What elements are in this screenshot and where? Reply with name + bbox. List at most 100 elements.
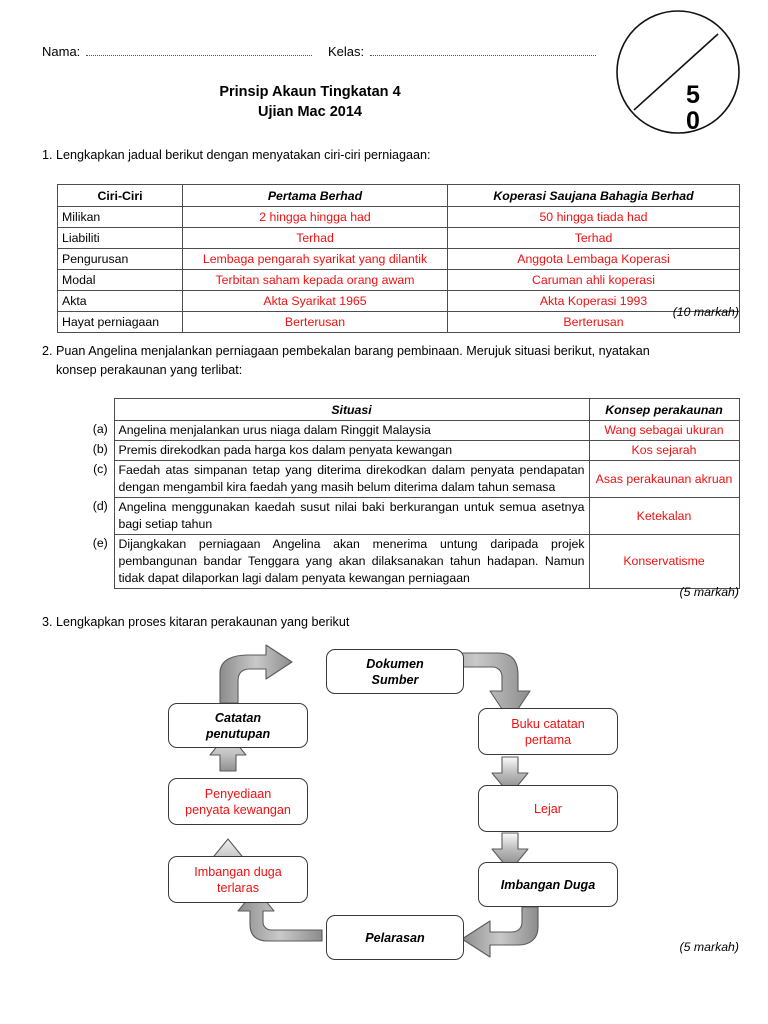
page-title: Prinsip Akaun Tingkatan 4 Ujian Mac 2014: [0, 82, 620, 122]
node-line-2: terlaras: [217, 880, 259, 895]
question-1-table: Ciri-Ciri Pertama Berhad Koperasi Saujan…: [57, 184, 740, 333]
situasi-cell: Angelina menggunakan kaedah susut nilai …: [113, 497, 590, 535]
answer-cell[interactable]: Wang sebagai ukuran: [588, 420, 740, 441]
table-row: (a) Angelina menjalankan urus niaga dala…: [87, 420, 740, 441]
row-label: (d): [92, 498, 108, 513]
table-row: Akta Akta Syarikat 1965 Akta Koperasi 19…: [57, 290, 740, 312]
nama-field-group[interactable]: Nama:: [42, 44, 314, 59]
table-row: (d) Angelina menggunakan kaedah susut ni…: [87, 497, 740, 535]
marks-label-q2: (5 markah): [679, 585, 739, 599]
th-situasi: Situasi: [113, 398, 590, 421]
kelas-field-group[interactable]: Kelas:: [328, 44, 598, 59]
answer-cell[interactable]: 2 hingga hingga had: [182, 206, 448, 228]
th-pertama-berhad: Pertama Berhad: [182, 184, 448, 207]
row-label: (b): [92, 441, 108, 456]
kelas-input-line[interactable]: [370, 44, 596, 56]
answer-cell[interactable]: Anggota Lembaga Koperasi: [447, 248, 740, 270]
node-line-2: penyata kewangan: [185, 802, 291, 817]
answer-cell[interactable]: Akta Syarikat 1965: [182, 290, 448, 312]
situasi-cell: Dijangkakan perniagaan Angelina akan men…: [113, 534, 590, 589]
table-row: (c) Faedah atas simpanan tetap yang dite…: [87, 460, 740, 498]
th-ciri-ciri: Ciri-Ciri: [57, 184, 183, 207]
row-label: (e): [92, 535, 108, 550]
answer-cell[interactable]: Kos sejarah: [588, 440, 740, 461]
node-imbangan-duga[interactable]: Imbangan Duga: [478, 862, 618, 907]
score-digit-top: 5: [686, 81, 700, 109]
accounting-cycle-diagram: Dokumen Sumber Buku catatan pertama Leja…: [150, 644, 670, 975]
table-row: Pengurusan Lembaga pengarah syarikat yan…: [57, 248, 740, 270]
answer-cell[interactable]: Terbitan saham kepada orang awam: [182, 269, 448, 291]
node-penyediaan-penyata-kewangan[interactable]: Penyediaan penyata kewangan: [168, 778, 308, 825]
node-line-1: Lejar: [533, 801, 562, 816]
question-2-line-1: 2. Puan Angelina menjalankan perniagaan …: [42, 344, 650, 358]
question-1-text: 1. Lengkapkan jadual berikut dengan meny…: [42, 148, 431, 162]
table-row: Liabiliti Terhad Terhad: [57, 227, 740, 249]
situasi-cell: Premis direkodkan pada harga kos dalam p…: [113, 440, 590, 461]
node-pelarasan[interactable]: Pelarasan: [326, 915, 464, 960]
arrow-catatan-to-dokumen: [219, 644, 293, 704]
answer-cell[interactable]: Terhad: [182, 227, 448, 249]
arrow-dokumen-to-buku: [421, 652, 531, 722]
table-row: Milikan 2 hingga hingga had 50 hingga ti…: [57, 206, 740, 228]
question-3-text: 3. Lengkapkan proses kitaran perakaunan …: [42, 615, 350, 629]
node-line-1: Dokumen: [366, 656, 424, 671]
cell-ciri: Modal: [57, 269, 183, 291]
arrow-buku-to-lejar: [491, 756, 529, 796]
node-buku-catatan-pertama[interactable]: Buku catatan pertama: [478, 708, 618, 755]
row-label: (c): [93, 461, 108, 476]
title-line-1: Prinsip Akaun Tingkatan 4: [219, 84, 401, 100]
marks-label-q3: (5 markah): [679, 940, 739, 954]
node-line-1: Penyediaan: [204, 786, 272, 801]
answer-cell[interactable]: 50 hingga tiada had: [447, 206, 740, 228]
node-line-1: Imbangan Duga: [500, 877, 596, 892]
arrow-lejar-to-imbangan-duga: [491, 832, 529, 872]
cell-ciri: Milikan: [57, 206, 183, 228]
question-2-line-2: konsep perakaunan yang terlibat:: [56, 363, 243, 377]
node-line-1: Imbangan duga: [194, 864, 282, 879]
student-info-row: Nama: Kelas:: [42, 44, 602, 59]
cell-ciri: Akta: [57, 290, 183, 312]
node-lejar[interactable]: Lejar: [478, 785, 618, 832]
question-2-text: 2. Puan Angelina menjalankan perniagaan …: [42, 342, 732, 380]
situasi-cell: Angelina menjalankan urus niaga dalam Ri…: [113, 420, 590, 441]
answer-cell[interactable]: Ketekalan: [588, 497, 740, 535]
answer-cell[interactable]: Konservatisme: [588, 534, 740, 589]
situasi-cell: Faedah atas simpanan tetap yang diterima…: [113, 460, 590, 498]
node-line-1: Catatan: [214, 710, 262, 725]
table-row: Modal Terbitan saham kepada orang awam C…: [57, 269, 740, 291]
node-line-2: pertama: [524, 732, 572, 747]
answer-cell[interactable]: Berterusan: [447, 311, 740, 333]
table-header-row: Situasi Konsep perakaunan: [87, 398, 740, 421]
answer-cell[interactable]: Caruman ahli koperasi: [447, 269, 740, 291]
node-catatan-penutupan[interactable]: Catatan penutupan: [168, 703, 308, 748]
node-line-1: Buku catatan: [511, 716, 585, 731]
th-konsep-perakaunan: Konsep perakaunan: [588, 398, 740, 421]
answer-cell[interactable]: Terhad: [447, 227, 740, 249]
score-value: 5 0: [686, 82, 700, 134]
title-line-2: Ujian Mac 2014: [258, 104, 362, 120]
marks-label-q1: (10 markah): [672, 305, 739, 319]
answer-cell[interactable]: Lembaga pengarah syarikat yang dilantik: [182, 248, 448, 270]
table-row: Hayat perniagaan Berterusan Berterusan: [57, 311, 740, 333]
nama-input-line[interactable]: [86, 44, 312, 56]
row-label: (a): [92, 421, 108, 436]
cell-ciri: Hayat perniagaan: [57, 311, 183, 333]
node-line-2: Sumber: [371, 672, 419, 687]
table-row: (e) Dijangkakan perniagaan Angelina akan…: [87, 534, 740, 589]
answer-cell[interactable]: Berterusan: [182, 311, 448, 333]
th-koperasi-saujana: Koperasi Saujana Bahagia Berhad: [447, 184, 740, 207]
arrow-imbangan-duga-to-pelarasan: [461, 906, 539, 958]
table-row: (b) Premis direkodkan pada harga kos dal…: [87, 440, 740, 461]
node-imbangan-duga-terlaras[interactable]: Imbangan duga terlaras: [168, 856, 308, 903]
nama-label: Nama:: [42, 44, 81, 59]
answer-cell[interactable]: Asas perakaunan akruan: [588, 460, 740, 498]
score-circle: 5 0: [612, 6, 744, 138]
question-2-table: Situasi Konsep perakaunan (a) Angelina m…: [87, 398, 740, 589]
th-spacer: [87, 399, 114, 421]
node-line-2: penutupan: [205, 726, 271, 741]
node-dokumen-sumber[interactable]: Dokumen Sumber: [326, 649, 464, 694]
cell-ciri: Pengurusan: [57, 248, 183, 270]
cell-ciri: Liabiliti: [57, 227, 183, 249]
kelas-label: Kelas:: [328, 44, 365, 59]
